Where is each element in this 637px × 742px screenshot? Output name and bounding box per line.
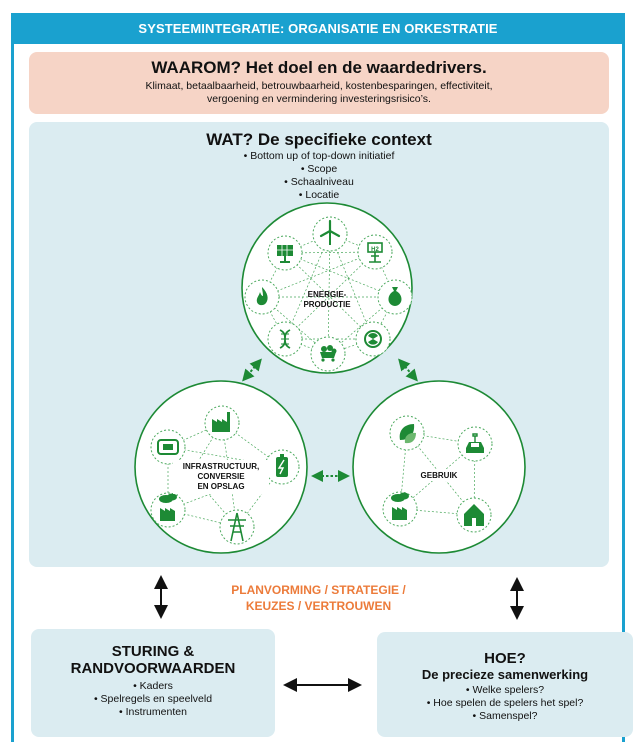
link-arrow-production-use — [398, 358, 418, 382]
use-label-bg — [416, 469, 462, 481]
why-text-line-1: Klimaat, betaalbaarheid, betrouwbaarheid… — [145, 80, 493, 92]
sturing-title: RANDVOORWAARDEN — [70, 660, 236, 677]
infra-label: EN OPSLAG — [197, 482, 244, 491]
coal-cart-icon — [310, 336, 346, 372]
waste-bag-icon — [377, 279, 413, 315]
what-title: WAT? De specifieke context — [206, 130, 432, 149]
svg-text:H2: H2 — [371, 247, 379, 253]
battery-icon — [264, 449, 300, 485]
header-bar: SYSTEEMINTEGRATIE: ORGANISATIE EN ORKEST… — [11, 13, 625, 44]
fire-icon — [244, 279, 280, 315]
leaf-icon — [389, 415, 425, 451]
sturing-panel: STURING & RANDVOORWAARDEN • Kaders • Spe… — [31, 629, 275, 737]
planning-text: PLANVORMING / STRATEGIE / KEUZES / VERTR… — [0, 582, 637, 614]
hydrogen-icon: H2 — [357, 234, 393, 270]
link-arrow-production-infra — [242, 358, 262, 382]
what-bullet: • Bottom up of top-down initiatief — [243, 150, 395, 162]
why-panel: WAAROM? Het doel en de waardedrivers. Kl… — [29, 52, 609, 114]
hoe-bullet: • Welke spelers? — [465, 684, 545, 696]
infra-label: CONVERSIE — [197, 472, 245, 481]
wind-turbine-icon — [312, 216, 348, 252]
why-text-line-2: vergoening en vermindering investeringsr… — [207, 93, 431, 105]
sturing-title: STURING & — [111, 643, 195, 660]
industry-icon — [382, 491, 418, 527]
use-label: GEBRUIK — [421, 471, 458, 480]
biomass-icon — [267, 321, 303, 357]
infra-label: INFRASTRUCTUUR, — [183, 462, 259, 471]
production-label: ENERGIE- — [308, 290, 347, 299]
hoe-bullet: • Hoe spelen de spelers het spel? — [426, 697, 584, 709]
sturing-bullet: • Kaders — [133, 680, 173, 692]
why-title: WAAROM? Het doel en de waardedrivers. — [151, 58, 487, 77]
converter-icon — [150, 429, 186, 465]
solar-panel-icon — [267, 235, 303, 271]
what-bullet: • Locatie — [298, 189, 340, 201]
gas-plant-icon — [150, 492, 186, 528]
sturing-bullet: • Instrumenten — [119, 706, 187, 718]
nuclear-icon — [355, 321, 391, 357]
what-bullet: • Scope — [300, 163, 338, 175]
hoe-subtitle: De precieze samenwerking — [421, 667, 589, 682]
hoe-bullet: • Samenspel? — [472, 710, 538, 722]
use-circle — [352, 380, 526, 554]
house-icon — [456, 497, 492, 533]
header-title: SYSTEEMINTEGRATIE: ORGANISATIE EN ORKEST… — [138, 21, 498, 36]
infra-label-bg — [173, 460, 269, 494]
planning-line: KEUZES / VERTROUWEN — [245, 599, 392, 613]
electric-car-icon — [457, 426, 493, 462]
planning-line: PLANVORMING / STRATEGIE / — [231, 583, 406, 597]
sturing-bullet: • Spelregels en speelveld — [93, 693, 213, 705]
hoe-panel: HOE? De precieze samenwerking • Welke sp… — [377, 632, 633, 737]
production-label: PRODUCTIE — [303, 300, 351, 309]
factory-icon — [204, 405, 240, 441]
what-bullet: • Schaalniveau — [284, 176, 354, 188]
hoe-title: HOE? — [484, 650, 526, 667]
pylon-icon — [219, 509, 255, 545]
